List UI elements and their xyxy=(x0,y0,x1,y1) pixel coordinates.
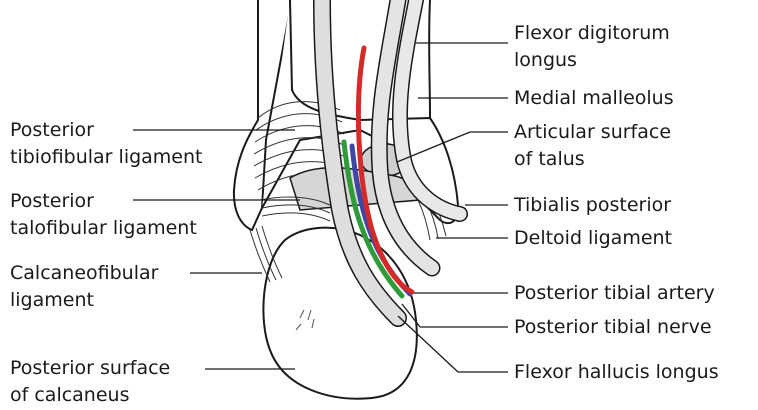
label-articular-talus-1: Articular surface xyxy=(514,120,671,145)
label-posterior-tibial-artery: Posterior tibial artery xyxy=(514,281,715,306)
label-medial-malleolus: Medial malleolus xyxy=(514,86,674,111)
label-calcaneofibular-1: Calcaneofibular xyxy=(10,261,158,286)
label-deltoid-ligament: Deltoid ligament xyxy=(514,226,672,251)
label-flexor-digitorum-2: longus xyxy=(514,48,577,73)
tibia-right-edge xyxy=(429,0,430,118)
label-flexor-hallucis-longus: Flexor hallucis longus xyxy=(514,360,719,385)
label-flexor-digitorum-1: Flexor digitorum xyxy=(514,21,670,46)
label-posterior-talofibular-1: Posterior xyxy=(10,189,94,214)
label-posterior-talofibular-2: talofibular ligament xyxy=(10,216,197,241)
label-posterior-calcaneus-2: of calcaneus xyxy=(10,383,129,408)
label-articular-talus-2: of talus xyxy=(514,147,585,172)
label-posterior-tibial-nerve: Posterior tibial nerve xyxy=(514,315,712,340)
label-posterior-tibiofibular-2: tibiofibular ligament xyxy=(10,145,203,170)
label-tibialis-posterior: Tibialis posterior xyxy=(514,193,671,218)
label-posterior-tibiofibular-1: Posterior xyxy=(10,118,94,143)
label-calcaneofibular-2: ligament xyxy=(10,288,94,313)
label-posterior-calcaneus-1: Posterior surface xyxy=(10,356,170,381)
